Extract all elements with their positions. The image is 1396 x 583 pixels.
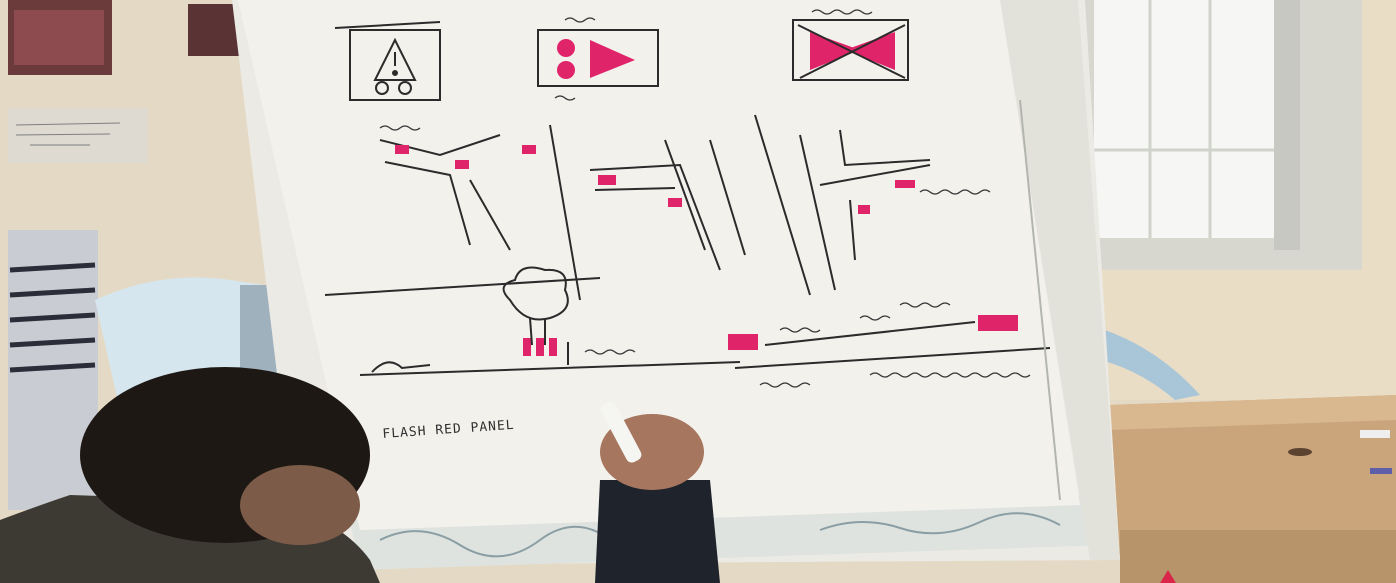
table <box>1110 395 1396 560</box>
sign-crossed <box>792 19 909 81</box>
handwriting <box>379 9 1031 388</box>
person <box>0 367 720 583</box>
sign-play <box>537 29 659 87</box>
sign-warning <box>334 21 441 101</box>
window-glass <box>1094 0 1274 238</box>
wall-poster <box>8 108 148 163</box>
marker-pen <box>600 401 642 463</box>
tree-sketch <box>359 266 741 376</box>
red-markers <box>395 145 1018 356</box>
person-arm <box>595 480 720 583</box>
chair-right <box>1100 330 1200 400</box>
flipchart-paper <box>238 0 1080 530</box>
